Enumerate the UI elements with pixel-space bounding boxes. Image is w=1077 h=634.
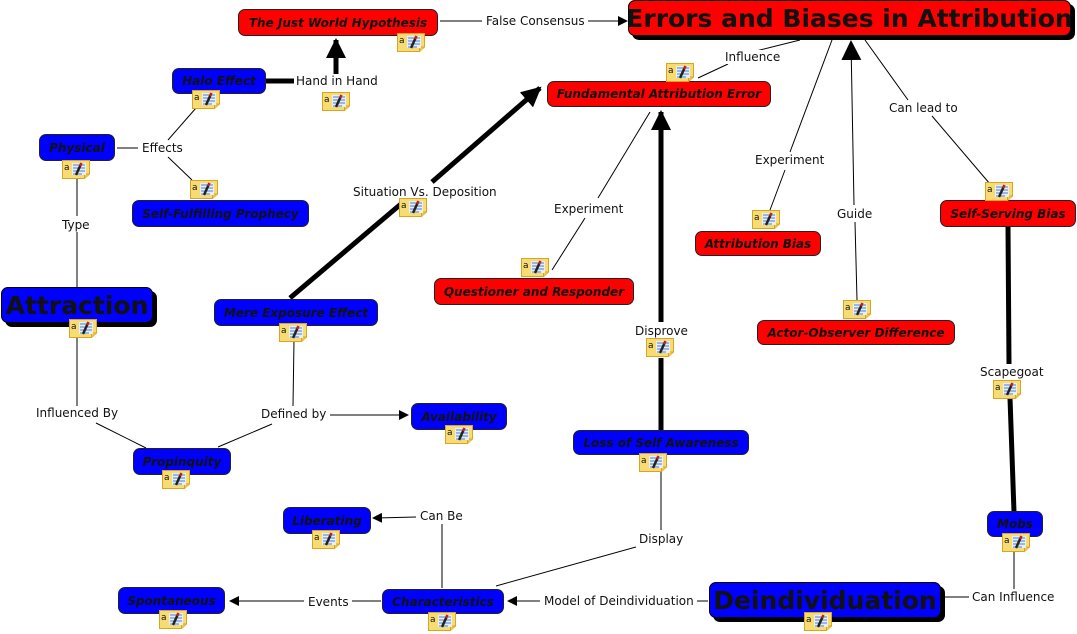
note-icon[interactable]: a: [192, 90, 220, 109]
link-label-disprove: Disprove: [633, 324, 690, 338]
svg-text:a: a: [324, 95, 330, 105]
concept-errors-and-biases[interactable]: Errors and Biases in Attribution: [626, 0, 1073, 36]
link-label-can-be: Can Be: [418, 509, 465, 523]
note-icon[interactable]: a: [279, 323, 307, 342]
svg-text:a: a: [845, 303, 851, 313]
note-icon[interactable]: a: [162, 470, 190, 489]
note-icon[interactable]: a: [322, 92, 350, 111]
note-icon[interactable]: a: [521, 258, 549, 277]
svg-text:a: a: [806, 615, 812, 625]
link-label-hand-in-hand: Hand in Hand: [294, 74, 380, 88]
concept-questioner-and-responder[interactable]: Questioner and Responder: [434, 278, 634, 305]
svg-text:a: a: [401, 201, 407, 211]
note-icon[interactable]: a: [397, 33, 425, 52]
link-label-situation-vs-deposition: Situation Vs. Deposition: [351, 185, 499, 199]
note-icon[interactable]: a: [985, 182, 1013, 201]
svg-text:a: a: [523, 261, 529, 271]
link-label-scapegoat: Scapegoat: [978, 365, 1046, 379]
link-label-influence: Influence: [723, 50, 783, 64]
svg-text:a: a: [164, 473, 170, 483]
note-icon[interactable]: a: [646, 338, 674, 357]
note-icon[interactable]: a: [190, 180, 218, 199]
note-icon[interactable]: a: [639, 453, 667, 472]
note-icon[interactable]: a: [445, 425, 473, 444]
note-icon[interactable]: a: [69, 319, 97, 338]
svg-text:a: a: [430, 615, 436, 625]
link-label-can-lead-to: Can lead to: [887, 101, 960, 115]
concept-loss-of-self-awareness[interactable]: Loss of Self Awareness: [573, 430, 749, 455]
concept-self-serving-bias[interactable]: Self-Serving Bias: [940, 200, 1076, 227]
svg-text:a: a: [447, 428, 453, 438]
concept-physical[interactable]: Physical: [39, 134, 115, 161]
link-label-defined-by: Defined by: [259, 407, 329, 421]
concept-characteristics[interactable]: Characteristics: [382, 589, 504, 614]
note-icon[interactable]: a: [666, 63, 694, 82]
note-icon[interactable]: a: [804, 612, 832, 631]
svg-text:a: a: [648, 341, 654, 351]
link-label-effects: Effects: [140, 141, 185, 155]
concept-attribution-bias[interactable]: Attribution Bias: [695, 231, 821, 256]
svg-text:a: a: [192, 183, 198, 193]
concept-just-world-hypothesis[interactable]: The Just World Hypothesis: [238, 9, 438, 36]
link-label-type: Type: [60, 218, 92, 232]
svg-text:a: a: [71, 322, 77, 332]
concept-halo-effect[interactable]: Halo Effect: [172, 68, 266, 94]
link-label-can-influence: Can Influence: [970, 590, 1057, 604]
svg-text:a: a: [754, 213, 760, 223]
concept-mobs[interactable]: Mobs: [987, 511, 1043, 537]
concept-spontaneous[interactable]: Spontaneous: [118, 587, 225, 614]
svg-text:a: a: [987, 185, 993, 195]
note-icon[interactable]: a: [843, 300, 871, 319]
concept-self-fulfilling-prophecy[interactable]: Self-Fulfilling Prophecy: [132, 200, 309, 227]
note-icon[interactable]: a: [159, 610, 187, 629]
concept-fundamental-attribution-error[interactable]: Fundamental Attribution Error: [547, 81, 771, 107]
link-label-influenced-by: Influenced By: [34, 406, 121, 420]
concept-mere-exposure-effect[interactable]: Mere Exposure Effect: [214, 299, 378, 326]
concept-actor-observer-difference[interactable]: Actor-Observer Difference: [757, 320, 955, 345]
note-icon[interactable]: a: [993, 380, 1021, 399]
concept-attraction[interactable]: Attraction: [1, 287, 153, 323]
link-label-events: Events: [306, 595, 351, 609]
note-icon[interactable]: a: [1002, 533, 1030, 552]
note-icon[interactable]: a: [399, 198, 427, 217]
svg-text:a: a: [314, 533, 320, 543]
link-label-model-of-deindividuation: Model of Deindividuation: [542, 594, 696, 608]
svg-text:a: a: [64, 163, 70, 173]
svg-text:a: a: [399, 36, 405, 46]
link-label-guide: Guide: [835, 207, 875, 221]
svg-text:a: a: [668, 66, 674, 76]
link-label-display: Display: [637, 532, 686, 546]
svg-text:a: a: [194, 93, 200, 103]
note-icon[interactable]: a: [312, 530, 340, 549]
note-icon[interactable]: a: [428, 612, 456, 631]
link-label-false-consensus: False Consensus: [484, 14, 587, 28]
link-label-experiment-fae: Experiment: [552, 202, 626, 216]
svg-text:a: a: [161, 613, 167, 623]
svg-text:a: a: [641, 456, 647, 466]
note-icon[interactable]: a: [752, 210, 780, 229]
svg-text:a: a: [995, 383, 1001, 393]
link-label-experiment-errors: Experiment: [753, 153, 827, 167]
svg-text:a: a: [281, 326, 287, 336]
svg-text:a: a: [1004, 536, 1010, 546]
note-icon[interactable]: a: [62, 160, 90, 179]
